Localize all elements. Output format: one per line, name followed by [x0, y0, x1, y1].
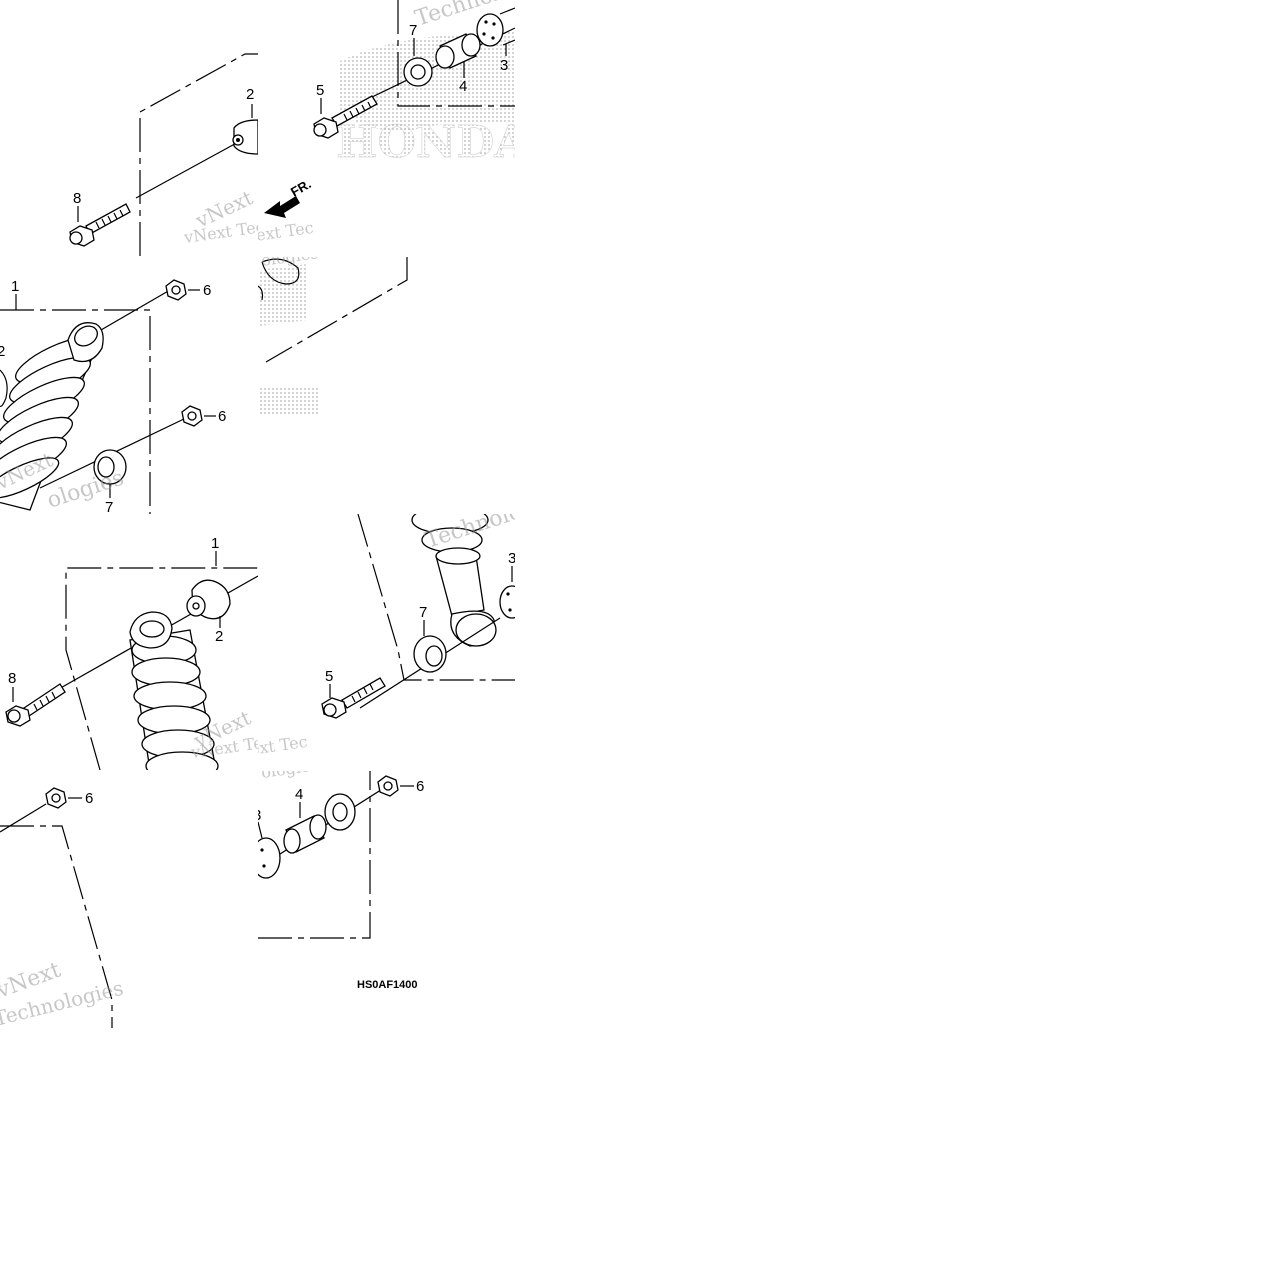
flange-bolt-part — [69, 203, 131, 247]
flange-bolt-part — [321, 677, 386, 719]
callout-label: 2 — [215, 628, 223, 645]
diagram-code: HS0AF1400 — [357, 979, 418, 991]
tile-top-left: 2 8 vNext Tec vNext — [69, 53, 258, 256]
shock-eye-part — [258, 837, 281, 879]
shock-eye-part — [476, 7, 515, 47]
flange-bolt-part — [313, 95, 378, 139]
tile-top-right: HONDA 7 4 3 — [258, 0, 529, 248]
tile-middle-left: 1 2 6 6 — [0, 278, 226, 516]
tile-middle-right: ologies — [258, 243, 408, 416]
logo-text: HONDA — [336, 117, 529, 168]
callout-label: 7 — [409, 22, 417, 39]
flange-nut-part — [377, 775, 399, 797]
callout-label: 6 — [85, 790, 93, 807]
callout-label: 6 — [203, 282, 211, 299]
callout-label: 3 — [508, 550, 516, 567]
flange-nut-part — [165, 279, 187, 301]
bushing-part — [232, 119, 258, 155]
front-direction-arrow-icon: FR. — [264, 176, 314, 218]
flange-bolt-part — [5, 683, 66, 727]
shock-spring-part — [0, 322, 104, 511]
callout-label: 8 — [73, 190, 81, 207]
tile-bottom-left: 1 2 8 vNext Tec — [5, 535, 258, 770]
shock-eye-part — [499, 585, 515, 619]
shock-spring-part — [129, 611, 219, 770]
callout-label: 4 — [459, 78, 467, 95]
callout-label: 3 — [253, 807, 261, 824]
callout-label: 6 — [218, 408, 226, 425]
collar-part — [435, 33, 481, 69]
tile-bottom-right: 3 7 5 Technologies vNext Tec — [258, 514, 516, 762]
washer-part — [324, 793, 356, 831]
watermark-text: ologies — [260, 755, 320, 782]
washer-part — [403, 57, 433, 87]
callout-label: 5 — [316, 82, 324, 99]
watermark-text: ologies — [44, 466, 127, 514]
collar-part — [283, 814, 327, 854]
callout-label: 7 — [419, 604, 427, 621]
callout-label: 3 — [500, 57, 508, 74]
flange-nut-part — [181, 405, 203, 427]
callout-label: 5 — [325, 668, 333, 685]
callout-label: 1 — [11, 278, 19, 295]
callout-label: 6 — [416, 778, 424, 795]
callout-label: 2 — [246, 86, 254, 103]
callout-label: 4 — [295, 786, 303, 803]
flange-nut-part — [45, 787, 67, 809]
washer-part — [413, 635, 447, 673]
callout-label: 1 — [211, 535, 219, 552]
shock-body-part — [411, 514, 497, 647]
watermark-text: ologies — [260, 243, 320, 270]
tile-lower-left: 6 vNext Technologies — [0, 787, 126, 1028]
tile-lower-right: 3 4 6 ologies HS0AF1400 — [253, 755, 424, 991]
callout-label: 7 — [105, 499, 113, 516]
front-direction-label: FR. — [288, 176, 314, 199]
bushing-part — [186, 579, 231, 620]
callout-label: 8 — [8, 670, 16, 687]
callout-label: 2 — [0, 343, 5, 360]
